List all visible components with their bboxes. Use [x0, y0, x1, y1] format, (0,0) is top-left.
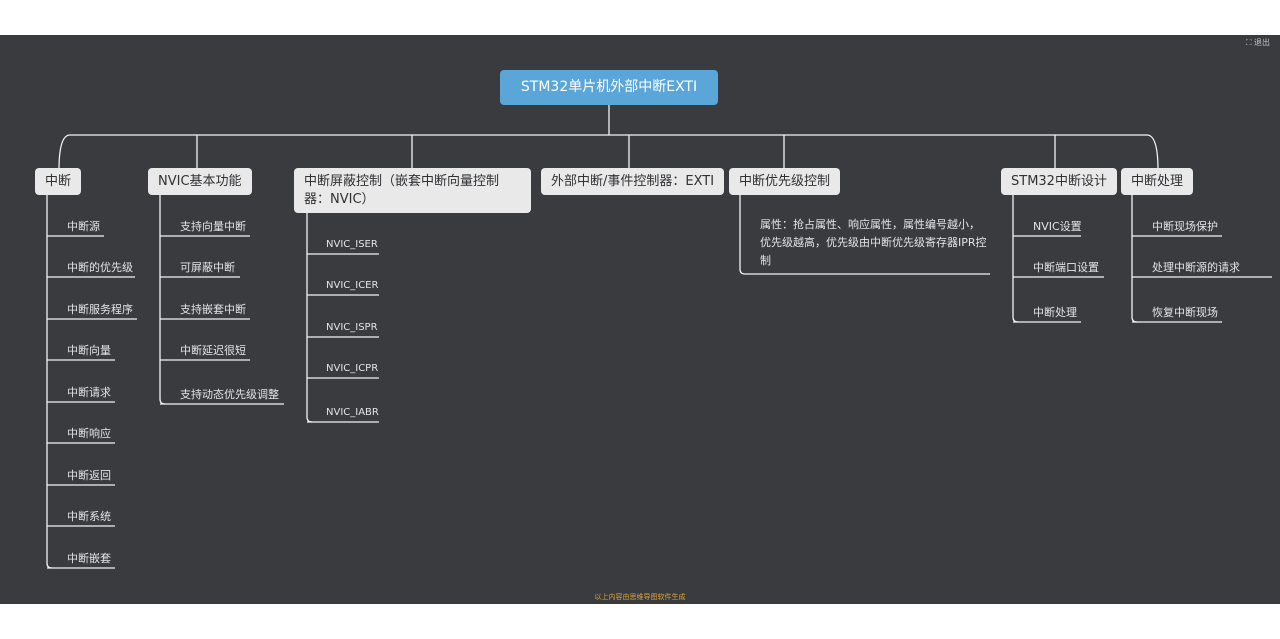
- leaf-item[interactable]: 可屏蔽中断: [180, 261, 235, 274]
- leaf-item[interactable]: 支持向量中断: [180, 220, 246, 233]
- leaf-item[interactable]: 中断嵌套: [67, 552, 111, 565]
- branch-mask-control[interactable]: 中断屏蔽控制（嵌套中断向量控制器：NVIC）: [294, 168, 531, 213]
- exit-fullscreen-button[interactable]: ⛶ 退出: [1245, 38, 1270, 47]
- leaf-item[interactable]: 中断处理: [1033, 306, 1077, 319]
- leaf-item[interactable]: 中断的优先级: [67, 261, 133, 274]
- leaf-item[interactable]: 恢复中断现场: [1152, 306, 1218, 319]
- leaf-item[interactable]: 中断请求: [67, 386, 111, 399]
- priority-description[interactable]: 属性：抢占属性、响应属性，属性编号越小，优先级越高，优先级由中断优先级寄存器IP…: [760, 218, 987, 267]
- branch-nvic-basic[interactable]: NVIC基本功能: [148, 168, 252, 195]
- leaf-item[interactable]: NVIC_ICPR: [326, 363, 379, 374]
- leaf-item[interactable]: 中断服务程序: [67, 303, 133, 316]
- branch-interrupt[interactable]: 中断: [35, 168, 82, 195]
- mindmap-canvas: ⛶ 退出 STM32单片机外部中断EXTI 中断 NVIC基本功能 中断屏蔽控制…: [0, 35, 1280, 604]
- branch-stm32-design[interactable]: STM32中断设计: [1001, 168, 1117, 195]
- footer-watermark: 以上内容由思维导图软件生成: [594, 593, 686, 601]
- connector-lines: [46, 105, 1272, 569]
- branch-interrupt-handling[interactable]: 中断处理: [1121, 168, 1194, 195]
- leaf-item[interactable]: 中断系统: [67, 510, 111, 523]
- leaf-item[interactable]: NVIC设置: [1033, 220, 1082, 233]
- leaf-item[interactable]: 处理中断源的请求: [1152, 261, 1240, 274]
- leaf-item[interactable]: 支持动态优先级调整: [180, 388, 279, 401]
- branch-exti[interactable]: 外部中断/事件控制器：EXTI: [541, 168, 725, 195]
- branch-priority-control[interactable]: 中断优先级控制: [729, 168, 841, 195]
- leaf-item[interactable]: 中断现场保护: [1152, 220, 1218, 233]
- leaf-item[interactable]: 中断源: [67, 220, 100, 233]
- leaf-item[interactable]: 中断端口设置: [1033, 261, 1099, 274]
- leaf-item[interactable]: 中断延迟很短: [180, 344, 246, 357]
- leaf-item[interactable]: NVIC_ISER: [326, 239, 378, 250]
- leaf-item[interactable]: NVIC_ICER: [326, 280, 379, 291]
- root-node[interactable]: STM32单片机外部中断EXTI: [500, 70, 718, 105]
- leaf-item[interactable]: NVIC_ISPR: [326, 322, 378, 333]
- leaf-item[interactable]: 中断向量: [67, 344, 111, 357]
- leaf-item[interactable]: 中断响应: [67, 427, 111, 440]
- leaf-item[interactable]: 支持嵌套中断: [180, 303, 246, 316]
- leaf-item[interactable]: NVIC_IABR: [326, 407, 379, 418]
- leaf-item[interactable]: 中断返回: [67, 469, 111, 482]
